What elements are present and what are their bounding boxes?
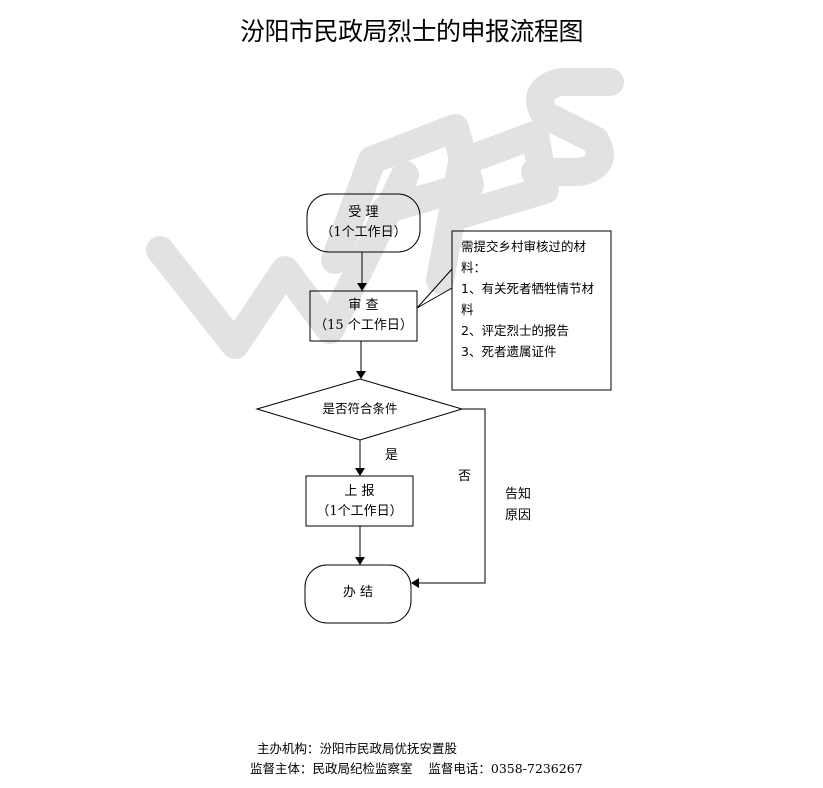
note-line: 料 <box>461 302 474 317</box>
arrowhead-1 <box>357 283 367 291</box>
watermark-logo <box>146 68 624 359</box>
footer-supervision: 监督主体：民政局纪检监察室 监督电话：0358-7236267 <box>250 761 583 776</box>
arrowhead-2 <box>356 371 366 379</box>
note-line: 料： <box>461 260 487 275</box>
node-accept-duration: （1个工作日） <box>320 225 407 240</box>
node-accept-title: 受 理 <box>348 205 379 220</box>
node-report: 上 报 （1个工作日） <box>306 482 413 522</box>
note-line: 需提交乡村审核过的材 <box>461 239 587 254</box>
edge-decision-no <box>418 408 486 584</box>
footer-organizer: 主办机构：汾阳市民政局优抚安置股 <box>257 741 458 756</box>
node-done: 办 结 <box>342 585 374 600</box>
node-decision: 是否符合条件 <box>322 401 398 416</box>
arrowhead-3 <box>355 468 365 476</box>
note-line: 2、评定烈士的报告 <box>461 323 569 338</box>
edge-label-yes: 是 <box>385 448 399 463</box>
node-accept-shape <box>306 193 421 253</box>
arrowhead-4 <box>355 557 365 565</box>
node-review: 审 查 （15 个工作日） <box>310 296 417 336</box>
note-pointer <box>416 268 453 309</box>
node-review-duration: （15 个工作日） <box>314 318 413 333</box>
edge-label-inform-line2: 原因 <box>505 508 532 523</box>
node-report-duration: （1个工作日） <box>316 504 403 519</box>
node-accept: 受 理 （1个工作日） <box>307 203 420 243</box>
page-title: 汾阳市民政局烈士的申报流程图 <box>239 17 584 46</box>
note-text: 需提交乡村审核过的材 料： 1、有关死者牺牲情节材 料 2、评定烈士的报告 3、… <box>461 236 611 362</box>
arrowhead-5 <box>411 578 419 588</box>
note-line: 3、死者遗属证件 <box>461 344 557 359</box>
edge-label-inform-line1: 告知 <box>505 487 532 502</box>
node-review-shape <box>309 290 418 342</box>
edge-label-inform: 告知 原因 <box>505 484 531 526</box>
edge-label-no: 否 <box>458 469 472 484</box>
note-box <box>451 230 612 391</box>
node-report-title: 上 报 <box>344 484 375 499</box>
node-done-shape <box>304 564 412 624</box>
note-line: 1、有关死者牺牲情节材 <box>461 281 594 296</box>
node-review-title: 审 查 <box>348 298 379 313</box>
